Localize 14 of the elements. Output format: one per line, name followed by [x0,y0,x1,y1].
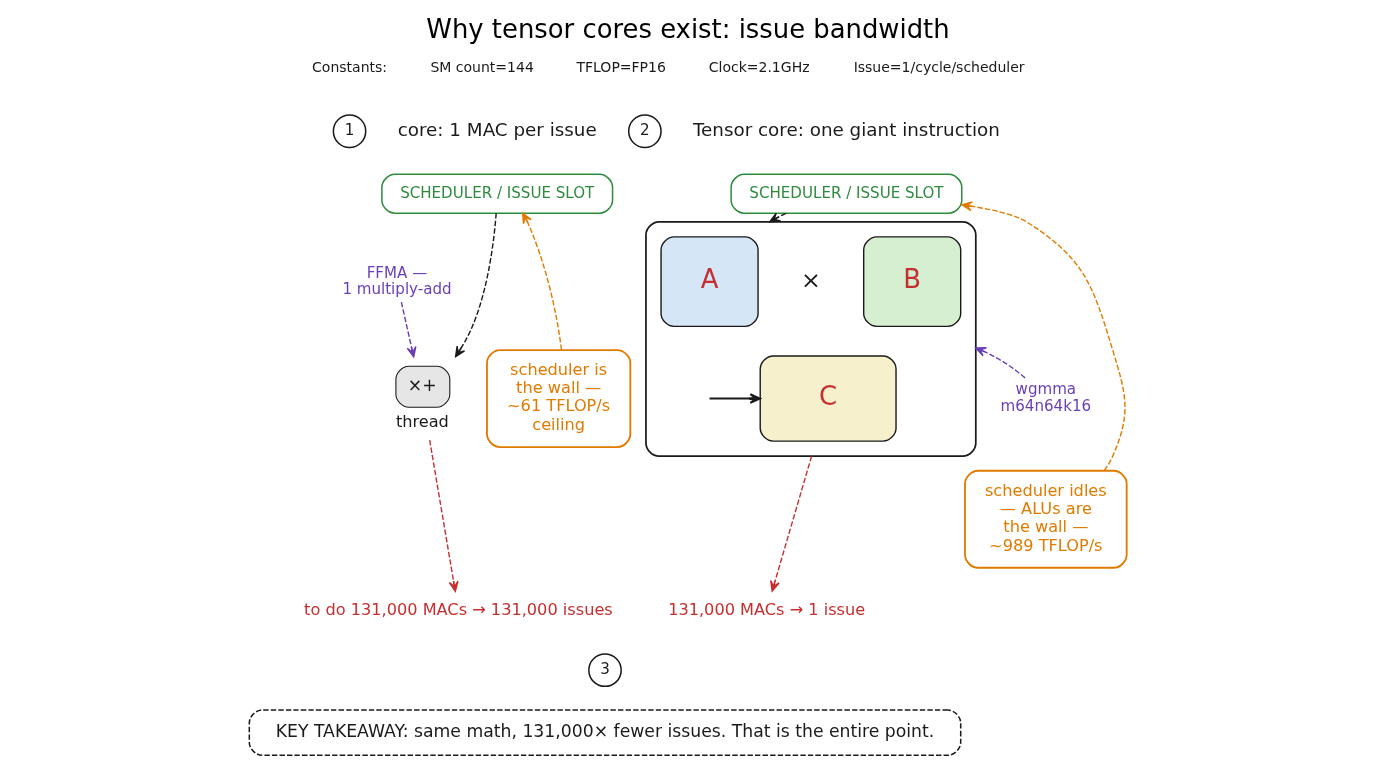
label: SM count=144 [430,59,534,76]
node-text: wgmma m64n64k16 [1000,380,1092,415]
node-text: to do 131,000 MACs → 131,000 issues [304,599,613,619]
label: Clock=2.1GHz [708,59,810,76]
node-label: thread [395,411,449,431]
node-label: Tensor core: one giant instruction [693,118,1000,140]
label: TFLOP=FP16 [576,59,666,76]
label: Issue=1/cycle/scheduler [853,59,1025,76]
node-text: 131,000 MACs → 1 issue [668,599,866,619]
node-label: core: 1 MAC per issue [397,118,597,140]
label: × [800,265,821,294]
label: Constants: [312,59,388,76]
node-text: FFMA — 1 multiply-add [342,263,452,298]
diagram-title: Why tensor cores exist: issue bandwidth [426,13,950,44]
